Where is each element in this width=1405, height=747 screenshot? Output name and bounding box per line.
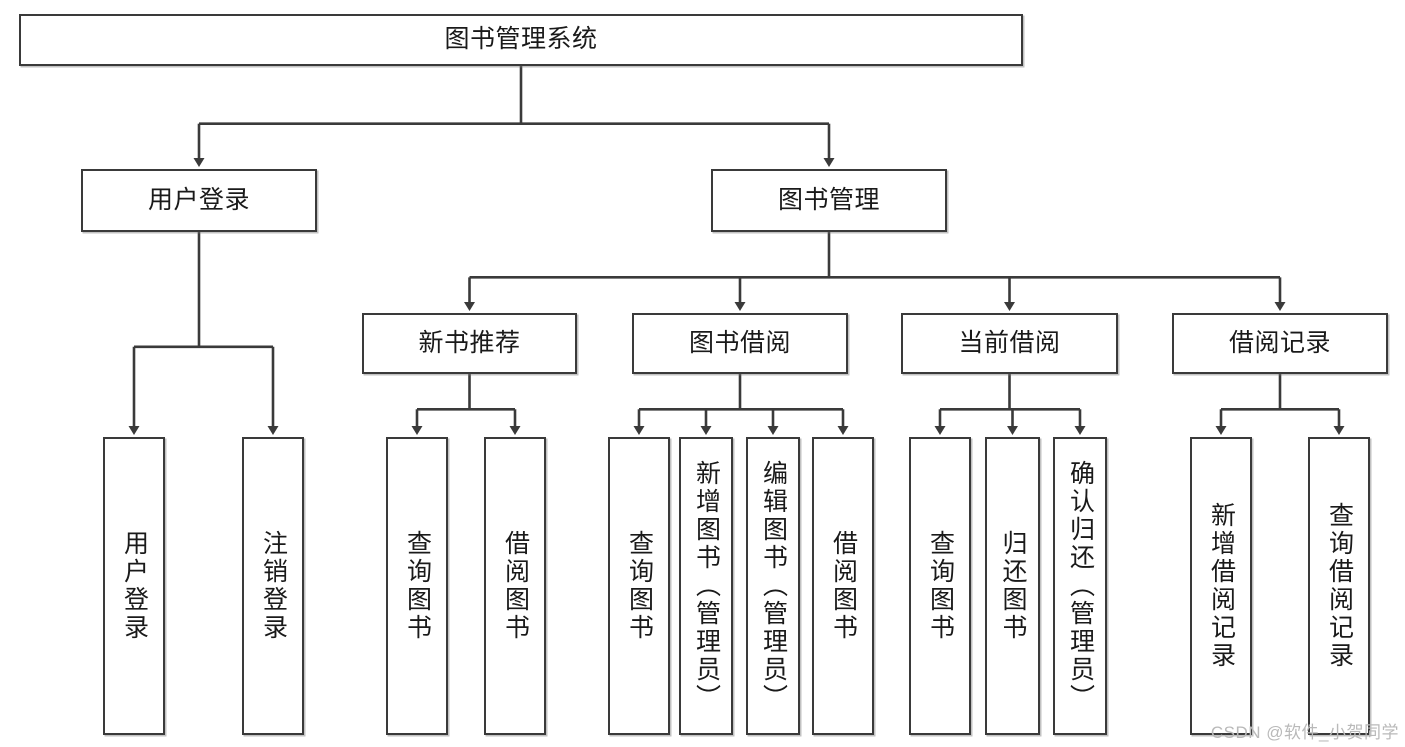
node-leaf-borrow-book-1[interactable]: 借阅图书 (484, 437, 546, 735)
node-borrow-record[interactable]: 借阅记录 (1172, 313, 1388, 374)
node-leaf-return-book[interactable]: 归还图书 (985, 437, 1040, 735)
node-new-book-recommend[interactable]: 新书推荐 (362, 313, 577, 374)
node-label: 图书管理 (777, 185, 880, 214)
node-label: 编辑图书（管理员） (759, 460, 788, 712)
node-current-borrow[interactable]: 当前借阅 (901, 313, 1118, 374)
node-leaf-add-borrow-record[interactable]: 新增借阅记录 (1190, 437, 1252, 735)
node-label: 借阅图书 (501, 530, 530, 642)
node-label: 新书推荐 (418, 328, 521, 357)
node-label: 注销登录 (259, 530, 288, 642)
node-leaf-confirm-return-admin[interactable]: 确认归还（管理员） (1053, 437, 1107, 735)
node-label: 新增借阅记录 (1207, 502, 1236, 670)
node-root[interactable]: 图书管理系统 (19, 14, 1023, 66)
node-leaf-add-book-admin[interactable]: 新增图书（管理员） (679, 437, 733, 735)
node-label: 图书借阅 (688, 328, 791, 357)
node-label: 确认归还（管理员） (1066, 460, 1095, 712)
node-label: 用户登录 (147, 185, 250, 214)
node-label: 查询图书 (625, 530, 654, 642)
node-label: 借阅记录 (1228, 328, 1331, 357)
node-label: 图书管理系统 (444, 25, 598, 54)
watermark-text: CSDN @软件_小贺同学 (1210, 723, 1399, 742)
node-leaf-borrow-book-2[interactable]: 借阅图书 (812, 437, 874, 735)
node-leaf-edit-book-admin[interactable]: 编辑图书（管理员） (746, 437, 800, 735)
node-leaf-query-borrow-record[interactable]: 查询借阅记录 (1308, 437, 1370, 735)
node-label: 查询图书 (926, 530, 955, 642)
node-label: 用户登录 (120, 530, 149, 642)
node-label: 当前借阅 (958, 328, 1061, 357)
node-label: 查询借阅记录 (1325, 502, 1354, 670)
node-label: 借阅图书 (829, 530, 858, 642)
node-leaf-query-book-2[interactable]: 查询图书 (608, 437, 670, 735)
node-book-borrow[interactable]: 图书借阅 (632, 313, 848, 374)
node-leaf-query-book-1[interactable]: 查询图书 (386, 437, 448, 735)
node-leaf-user-login[interactable]: 用户登录 (103, 437, 165, 735)
node-user-login[interactable]: 用户登录 (81, 169, 317, 232)
node-label: 新增图书（管理员） (692, 460, 721, 712)
node-label: 归还图书 (999, 530, 1027, 642)
node-leaf-user-logout[interactable]: 注销登录 (242, 437, 304, 735)
node-book-manage[interactable]: 图书管理 (711, 169, 947, 232)
node-leaf-query-book-3[interactable]: 查询图书 (909, 437, 971, 735)
node-label: 查询图书 (403, 530, 432, 642)
